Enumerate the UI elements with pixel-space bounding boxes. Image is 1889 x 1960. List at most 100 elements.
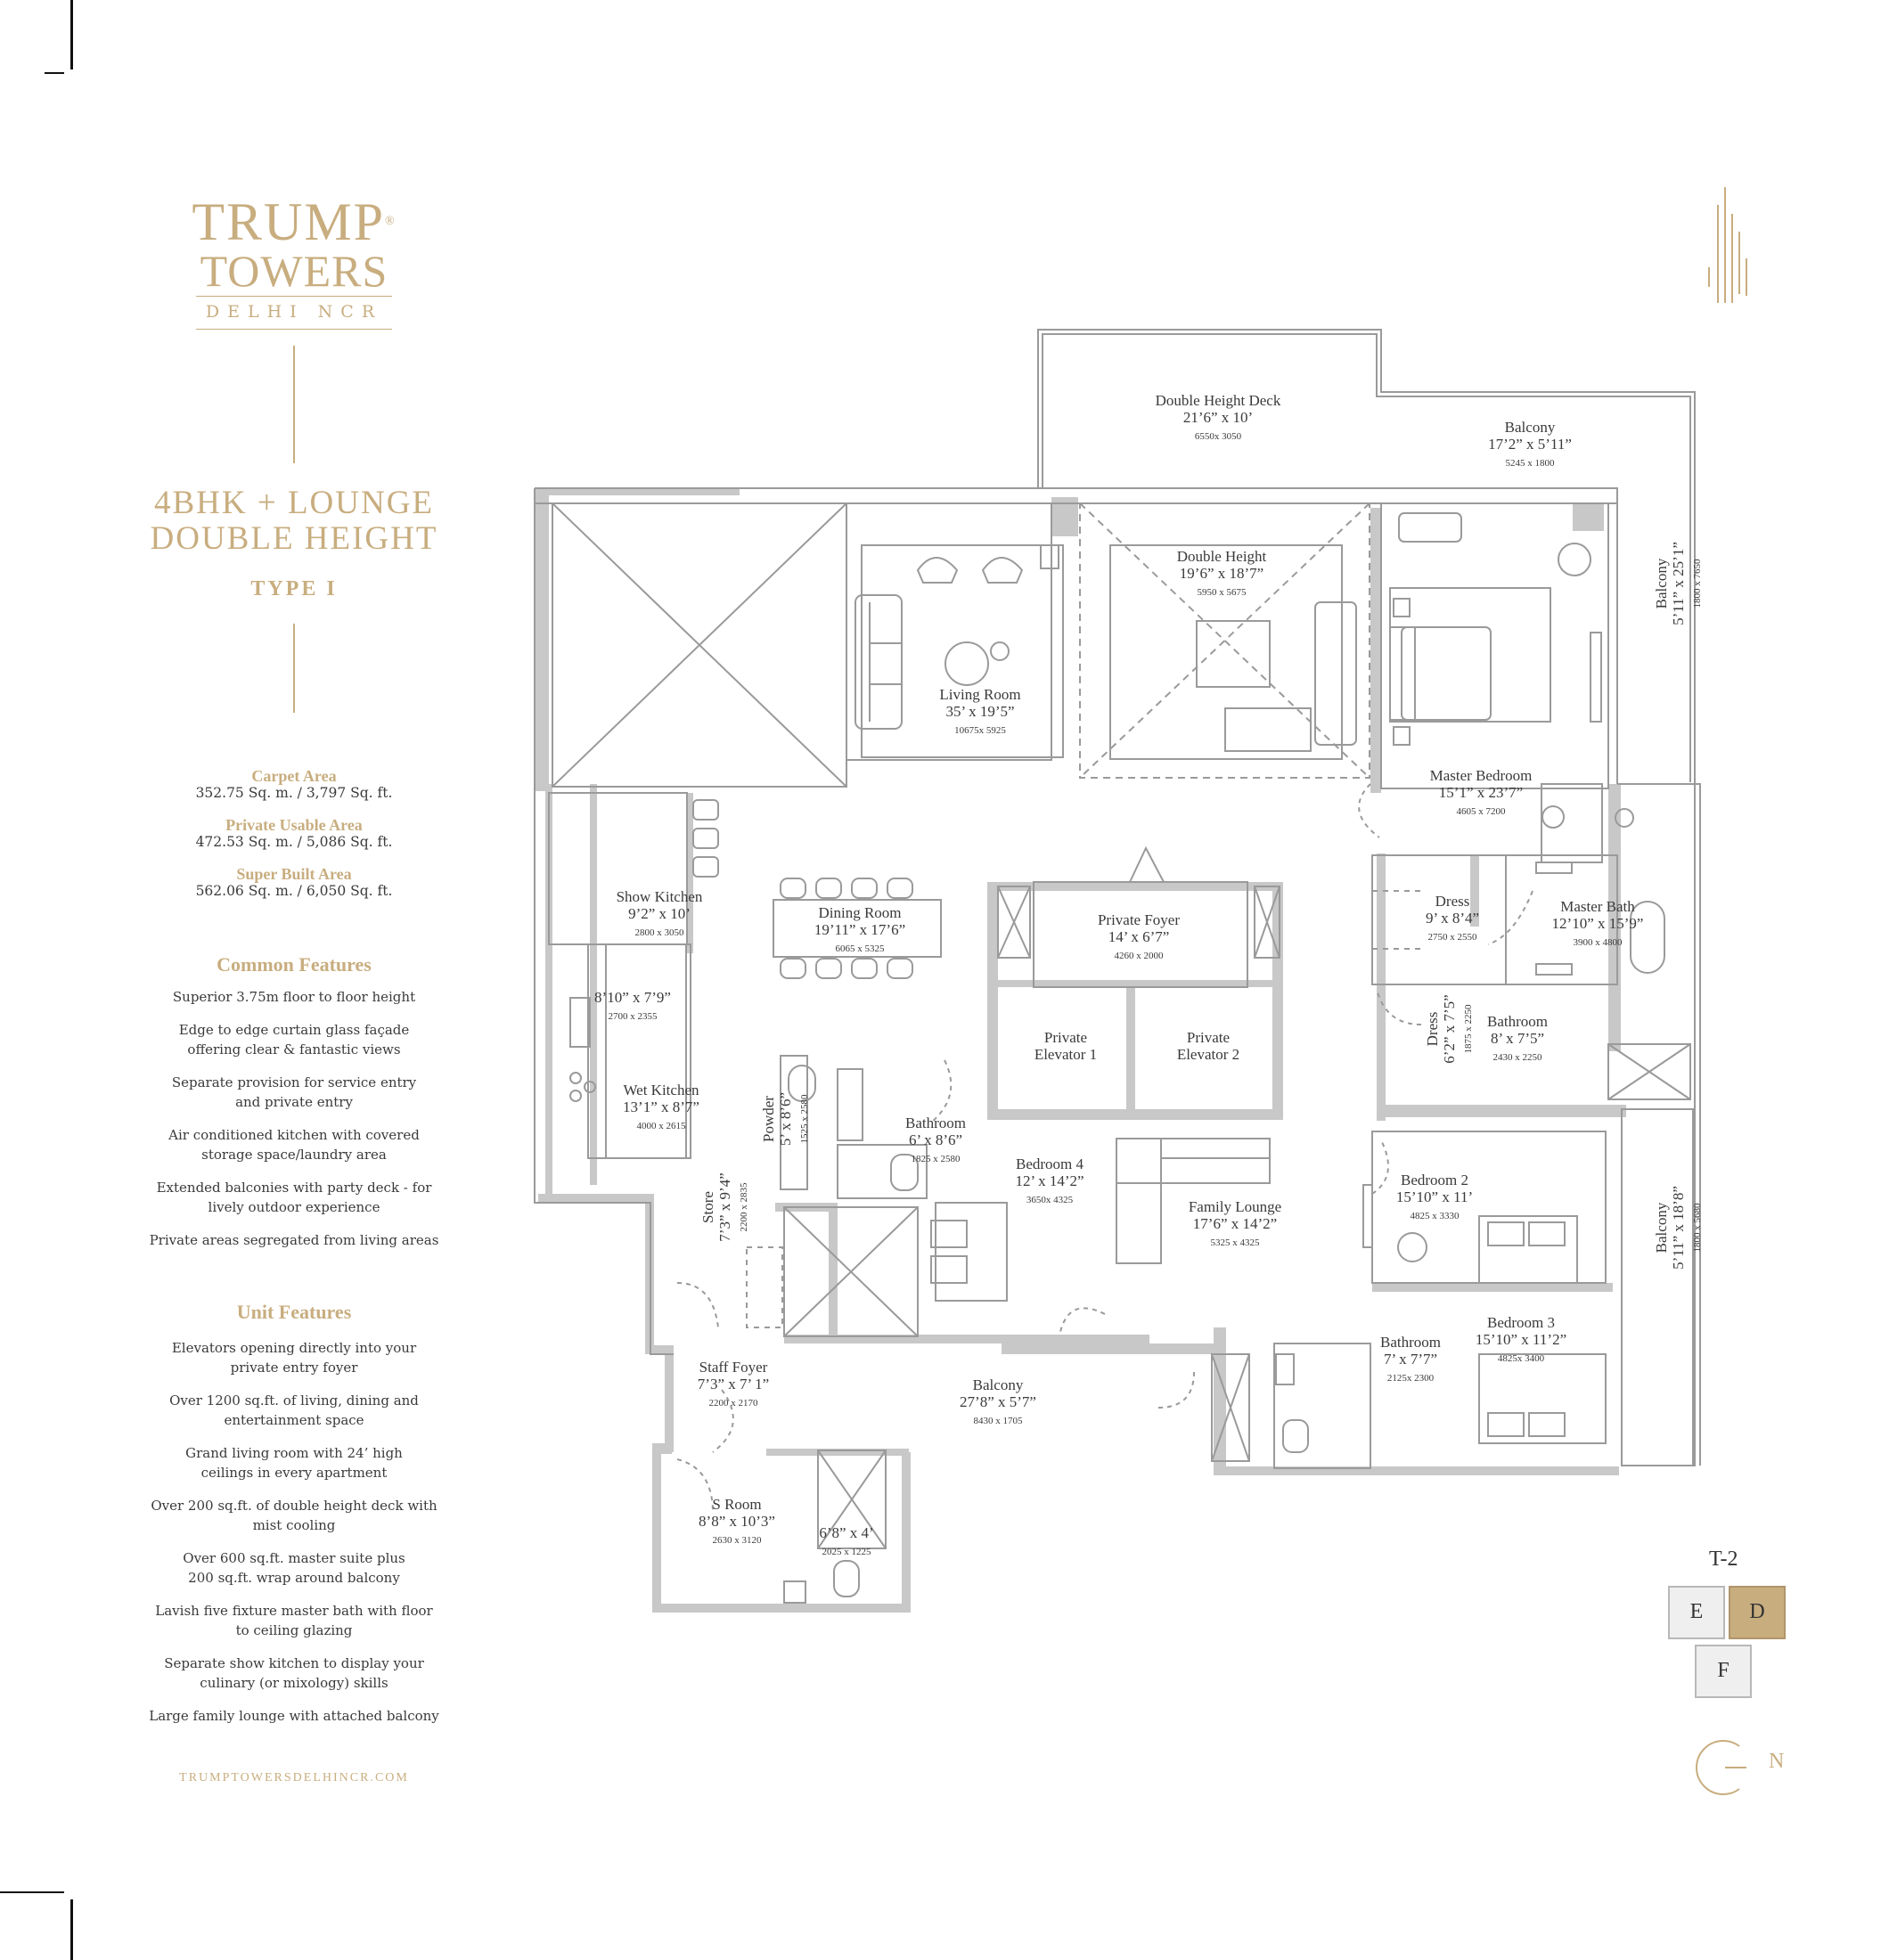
feature-line: Superior 3.75m floor to floor height <box>172 989 416 1005</box>
room-name: Bathroom <box>1380 1334 1441 1351</box>
room-label: Bedroom 412’ x 14’2”3650x 4325 <box>1015 1156 1084 1205</box>
feature-line: Edge to edge curtain glass façade <box>178 1022 410 1038</box>
room-name: Bedroom 3 <box>1487 1314 1555 1331</box>
area-value: 472.53 Sq. m. / 5,086 Sq. ft. <box>195 834 393 850</box>
room-name: Balcony <box>1653 558 1670 608</box>
room-metric: 4000 x 2615 <box>637 1121 687 1131</box>
north-label: N <box>1769 1750 1785 1773</box>
brand-line2: TOWERS <box>200 246 388 296</box>
feature-line: storage space/laundry area <box>201 1147 387 1163</box>
room-label: Bedroom 315’10” x 11’2”4825x 3400 <box>1476 1314 1566 1364</box>
crop-mark <box>70 1899 73 1960</box>
room-dimension: 15’10” x 11’2” <box>1476 1331 1566 1348</box>
room-dimension: 5’ x 8’6” <box>777 1092 794 1146</box>
room-label: 6’8” x 4’ 2025 x 1225 <box>819 1524 873 1557</box>
divider-line <box>293 346 295 463</box>
feature-item: Lavish five fixture master bath with flo… <box>134 1601 454 1640</box>
key-unit-e: E <box>1668 1586 1725 1639</box>
room-dimension: 19’6” x 18’7” <box>1180 565 1263 582</box>
room-name: Private <box>1187 1029 1230 1046</box>
room-dimension: 14’ x 6’7” <box>1108 928 1170 945</box>
room-dimension: 15’1” x 23’7” <box>1439 784 1523 801</box>
room-metric: 2025 x 1225 <box>822 1547 872 1557</box>
feature-line: lively outdoor experience <box>208 1199 380 1215</box>
room-metric: 1525 x 2580 <box>799 1094 810 1144</box>
feature-line: Private areas segregated from living are… <box>149 1232 439 1248</box>
room-name: Bathroom <box>905 1115 966 1131</box>
room-metric: 2630 x 3120 <box>713 1535 763 1546</box>
room-dimension: 8’ x 7’5” <box>1491 1030 1544 1047</box>
divider-line <box>293 624 295 713</box>
room-name: Private <box>1044 1029 1087 1046</box>
brand-line1: TRUMP <box>192 192 386 251</box>
room-metric: 4605 x 7200 <box>1457 806 1507 817</box>
room-name: Elevator 1 <box>1034 1046 1097 1063</box>
room-name: Bedroom 4 <box>1016 1156 1084 1172</box>
key-plan-tower: T-2 <box>1709 1548 1738 1571</box>
room-metric: 6065 x 5325 <box>836 943 886 954</box>
feature-line: Large family lounge with attached balcon… <box>149 1708 439 1724</box>
room-dimension: 6’8” x 4’ <box>819 1524 873 1541</box>
room-name: Powder <box>760 1096 777 1142</box>
room-name: S Room <box>712 1496 761 1513</box>
room-dimension: 27’8” x 5’7” <box>960 1393 1036 1410</box>
room-dimension: 5’11” x 18’8” <box>1670 1186 1687 1270</box>
room-metric: 2200 x 2835 <box>739 1182 749 1232</box>
area-item: Carpet Area 352.75 Sq. m. / 3,797 Sq. ft… <box>134 768 454 802</box>
feature-line: ceilings in every apartment <box>200 1465 388 1481</box>
room-name: Double Height Deck <box>1156 392 1281 409</box>
feature-line: and private entry <box>235 1094 353 1110</box>
crop-mark <box>0 1891 64 1893</box>
room-name: Family Lounge <box>1189 1198 1281 1215</box>
room-name: Balcony <box>1505 419 1556 436</box>
room-metric: 4825 x 3330 <box>1411 1211 1460 1221</box>
feature-line: Over 1200 sq.ft. of living, dining and <box>169 1392 419 1409</box>
room-metric: 2800 x 3050 <box>635 927 685 938</box>
room-metric: 1800 x 5680 <box>1692 1203 1703 1253</box>
room-label: Bedroom 215’10” x 11’4825 x 3330 <box>1396 1172 1473 1221</box>
compass-icon <box>1696 1740 1746 1795</box>
room-metric: 10675x 5925 <box>954 725 1006 736</box>
feature-item: Private areas segregated from living are… <box>134 1230 454 1250</box>
feature-item: Extended balconies with party deck - for… <box>134 1178 454 1217</box>
tower-logo-icon <box>1708 187 1747 303</box>
feature-line: Separate show kitchen to display your <box>164 1655 424 1671</box>
room-metric: 4260 x 2000 <box>1115 951 1165 961</box>
room-dimension: 13’1” x 8’7” <box>623 1098 699 1115</box>
area-label: Private Usable Area <box>225 816 363 834</box>
floor-plan-lines <box>534 329 1701 1604</box>
feature-line: private entry foyer <box>230 1360 358 1376</box>
room-dimension: 7’ x 7’7” <box>1384 1351 1437 1368</box>
room-dimension: 35’ x 19’5” <box>945 703 1014 720</box>
room-name: Double Height <box>1177 548 1267 565</box>
feature-line: culinary (or mixology) skills <box>200 1675 388 1691</box>
website-link[interactable]: TRUMPTOWERSDELHINCR.COM <box>179 1771 409 1784</box>
feature-line: Over 600 sq.ft. master suite plus <box>183 1550 405 1566</box>
room-name: Balcony <box>973 1376 1024 1393</box>
brand-line3: DELHI NCR <box>196 296 392 330</box>
feature-line: entertainment space <box>224 1412 364 1428</box>
room-name: Elevator 2 <box>1177 1046 1239 1063</box>
area-item: Super Built Area 562.06 Sq. m. / 6,050 S… <box>134 866 454 900</box>
